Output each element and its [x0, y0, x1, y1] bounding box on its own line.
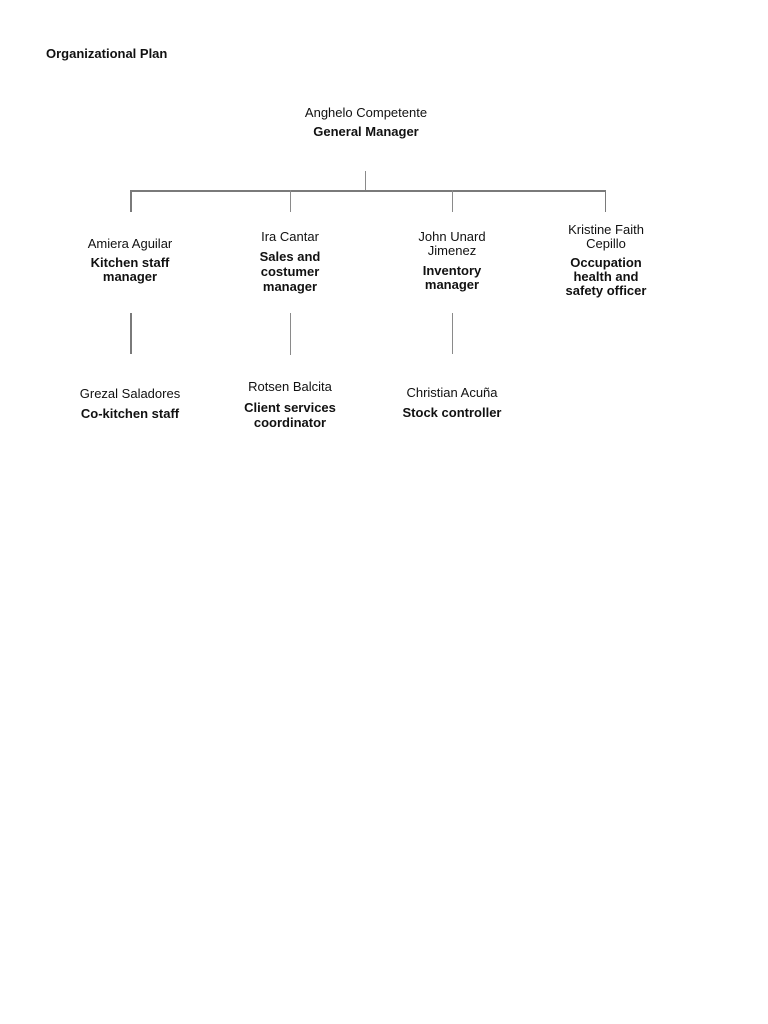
person-name: Anghelo Competente — [304, 105, 428, 120]
connector-report-1 — [130, 313, 132, 354]
role-title: Client services coordinator — [244, 400, 336, 430]
page-title: Organizational Plan — [46, 46, 168, 61]
connector-root-vertical — [365, 171, 366, 191]
role-title: Kitchen staff manager — [90, 255, 170, 284]
org-node-manager: Kristine Faith Cepillo Occupation health… — [536, 223, 676, 298]
org-node-manager: Amiera Aguilar Kitchen staff manager — [60, 237, 200, 284]
org-node-report: Christian Acuña Stock controller — [382, 386, 522, 420]
org-node-report: Rotsen Balcita Client services coordinat… — [220, 379, 360, 431]
connector-horizontal-bus — [130, 190, 606, 192]
role-title: Co-kitchen staff — [80, 406, 180, 421]
person-name: Grezal Saladores — [79, 386, 181, 401]
person-name: Christian Acuña — [406, 385, 498, 400]
person-name: John Unard Jimenez — [418, 229, 486, 258]
role-title: General Manager — [313, 124, 419, 139]
connector-drop-4 — [605, 190, 606, 212]
org-node-general-manager: Anghelo Competente General Manager — [296, 106, 436, 139]
role-title: Stock controller — [402, 405, 502, 420]
person-name: Rotsen Balcita — [248, 379, 332, 394]
connector-drop-1 — [130, 190, 132, 212]
org-node-manager: Ira Cantar Sales and costumer manager — [220, 229, 360, 295]
person-name: Ira Cantar — [261, 229, 319, 244]
org-node-manager: John Unard Jimenez Inventory manager — [382, 230, 522, 292]
person-name: Kristine Faith Cepillo — [568, 222, 644, 251]
connector-report-3 — [452, 313, 453, 354]
role-title: Sales and costumer manager — [259, 249, 321, 294]
role-title: Occupation health and safety officer — [565, 255, 647, 298]
org-node-report: Grezal Saladores Co-kitchen staff — [60, 387, 200, 421]
connector-drop-3 — [452, 190, 453, 212]
person-name: Amiera Aguilar — [87, 236, 173, 251]
role-title: Inventory manager — [422, 263, 482, 292]
connector-report-2 — [290, 313, 291, 355]
connector-drop-2 — [290, 190, 291, 212]
